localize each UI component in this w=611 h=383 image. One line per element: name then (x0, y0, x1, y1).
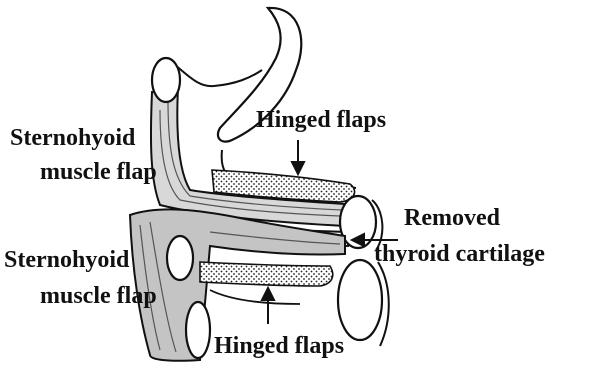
label-muscle-flap-upper: muscle flap (40, 158, 157, 186)
lower-upper-oval (167, 236, 193, 280)
arrow-hinged-top (292, 140, 304, 174)
label-sternohyoid-lower: Sternohyoid (4, 246, 129, 274)
right-lower-oval (338, 260, 382, 340)
arrow-hinged-bottom (262, 288, 274, 324)
label-removed: Removed (404, 204, 500, 232)
upper-contour (168, 60, 262, 86)
label-muscle-flap-lower: muscle flap (40, 282, 157, 310)
label-sternohyoid-upper: Sternohyoid (10, 124, 135, 152)
lower-hinged-flap (200, 262, 333, 286)
upper-hyoid-oval (152, 58, 180, 102)
label-hinged-flaps-bottom: Hinged flaps (214, 332, 344, 360)
label-thyroid-cartilage: thyroid cartilage (374, 240, 545, 268)
lower-bottom-oval (186, 302, 210, 358)
label-hinged-flaps-top: Hinged flaps (256, 106, 386, 134)
